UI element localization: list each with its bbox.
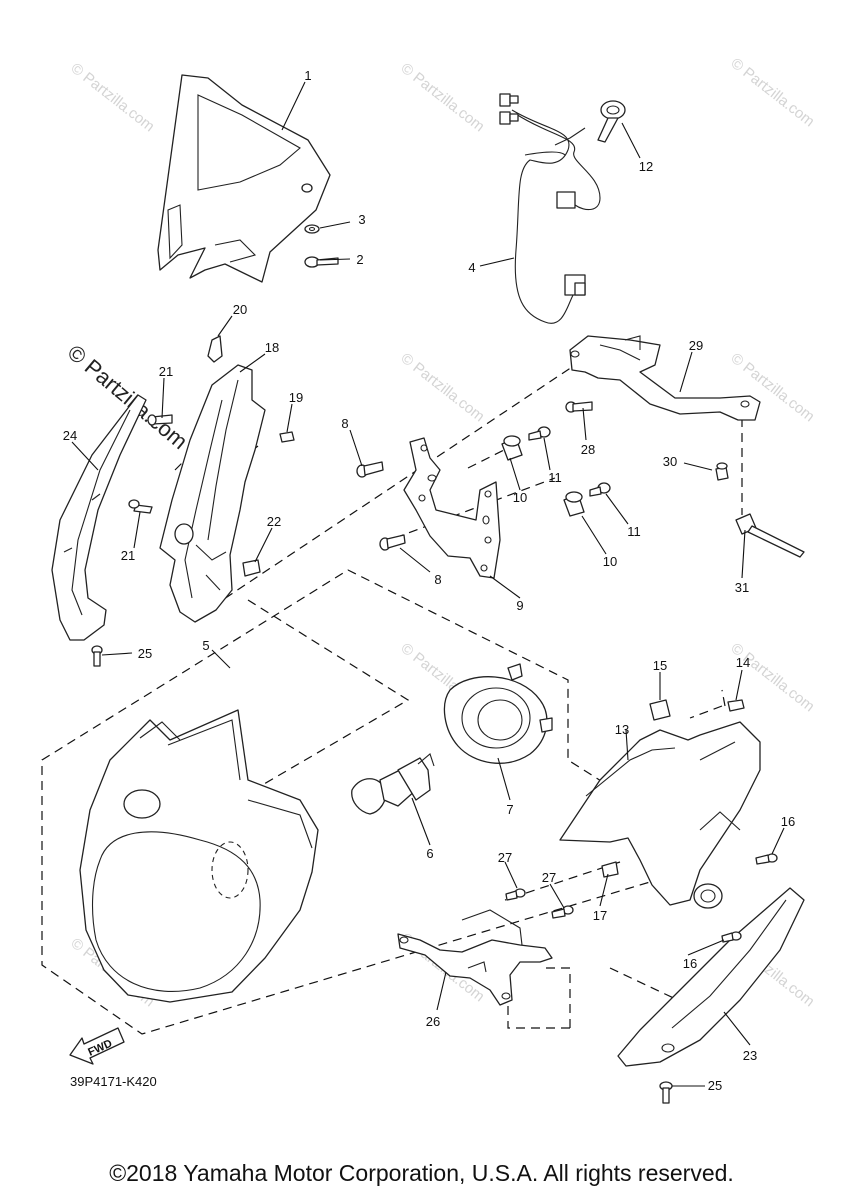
watermark: © Partzilla.com	[398, 350, 488, 426]
screw-28-part	[565, 401, 593, 413]
wire-harness-part	[499, 93, 601, 324]
cable-band-part	[597, 100, 626, 143]
headlight-bulb-part	[351, 753, 435, 815]
screw-30-part	[715, 462, 729, 481]
grommet-10-upper-part	[501, 435, 523, 461]
callout-18: 18	[265, 340, 279, 355]
watermark: © Partzilla.com	[398, 60, 488, 136]
clip-15-part	[649, 699, 671, 721]
watermark: © Partzilla.com	[728, 55, 818, 131]
callout-16-lower: 16	[683, 956, 697, 971]
watermark: © Partzilla.com	[68, 60, 158, 136]
callout-11-lower: 11	[627, 524, 641, 539]
bolt-21-lower-part	[128, 499, 153, 514]
nut-22-part	[242, 559, 261, 577]
callout-1: 1	[304, 68, 311, 83]
callout-16-upper: 16	[781, 814, 795, 829]
side-cover-left-part	[51, 394, 147, 641]
callout-10-upper: 10	[513, 490, 527, 505]
callout-27-upper: 27	[498, 850, 512, 865]
callout-25-right: 25	[708, 1078, 722, 1093]
nut-19-part	[279, 431, 295, 443]
callout-17: 17	[593, 908, 607, 923]
fwd-arrow-icon: FWD	[69, 1027, 125, 1065]
callout-15: 15	[653, 658, 667, 673]
lower-bracket-part	[397, 909, 553, 1006]
callout-30: 30	[663, 454, 677, 469]
cable-tie-part	[735, 513, 805, 558]
callout-12: 12	[639, 159, 653, 174]
stay-bracket-part	[569, 335, 761, 421]
callout-6: 6	[426, 846, 433, 861]
callout-2: 2	[356, 252, 363, 267]
callout-19: 19	[289, 390, 303, 405]
bolt-11-upper-part	[528, 426, 551, 441]
inner-panel-left-part	[159, 364, 266, 623]
callout-8-lower: 8	[434, 572, 441, 587]
screw-part	[304, 256, 339, 268]
callout-23: 23	[743, 1048, 757, 1063]
side-cover-lower-right-part	[617, 887, 805, 1067]
callout-25-left: 25	[138, 646, 152, 661]
callout-14: 14	[736, 655, 750, 670]
callout-29: 29	[689, 338, 703, 353]
callout-11-upper: 11	[548, 470, 562, 485]
bolt-25-right-part	[659, 1081, 673, 1104]
bolt-8-lower-part	[379, 534, 406, 551]
callout-28: 28	[581, 442, 595, 457]
nut-14-part	[727, 699, 745, 712]
callout-labels: 1 2 3 4 12 20 18 19 21 24 21 22 25 8 8 9…	[63, 68, 795, 1093]
callout-22: 22	[267, 514, 281, 529]
screw-16-lower-part	[721, 931, 742, 943]
callout-26: 26	[426, 1014, 440, 1029]
copyright-notice: ©2018 Yamaha Motor Corporation, U.S.A. A…	[109, 1160, 734, 1186]
bulb-cover-part	[443, 663, 553, 764]
bolt-25-left-part	[91, 645, 103, 667]
callout-21-upper: 21	[159, 364, 173, 379]
grommet-10-lower-part	[563, 491, 585, 517]
screw-27-upper-part	[505, 888, 526, 901]
callout-8-upper: 8	[341, 416, 348, 431]
screw-27-lower-part	[551, 905, 574, 919]
callout-10-lower: 10	[603, 554, 617, 569]
callout-5: 5	[202, 638, 209, 653]
callout-27-lower: 27	[542, 870, 556, 885]
headlight-bracket-part	[403, 437, 501, 579]
headlight-assembly-part	[79, 709, 319, 1003]
callout-20: 20	[233, 302, 247, 317]
callout-7: 7	[506, 802, 513, 817]
side-cover-upper-right-part	[559, 721, 761, 909]
drawing-code: 39P4171-K420	[70, 1074, 157, 1089]
callout-24: 24	[63, 428, 77, 443]
callout-21-lower: 21	[121, 548, 135, 563]
screw-16-upper-part	[755, 853, 778, 865]
callout-31: 31	[735, 580, 749, 595]
washer-part	[304, 224, 320, 234]
callout-13: 13	[615, 722, 629, 737]
callout-9: 9	[516, 598, 523, 613]
bolt-11-lower-part	[589, 482, 611, 497]
windscreen-part	[157, 74, 331, 283]
clip-part	[207, 335, 223, 363]
callout-3: 3	[358, 212, 365, 227]
bolt-21-upper-part	[147, 414, 173, 426]
clip-17-part	[601, 861, 619, 878]
leader-lines	[71, 81, 785, 1087]
callout-4: 4	[468, 260, 475, 275]
